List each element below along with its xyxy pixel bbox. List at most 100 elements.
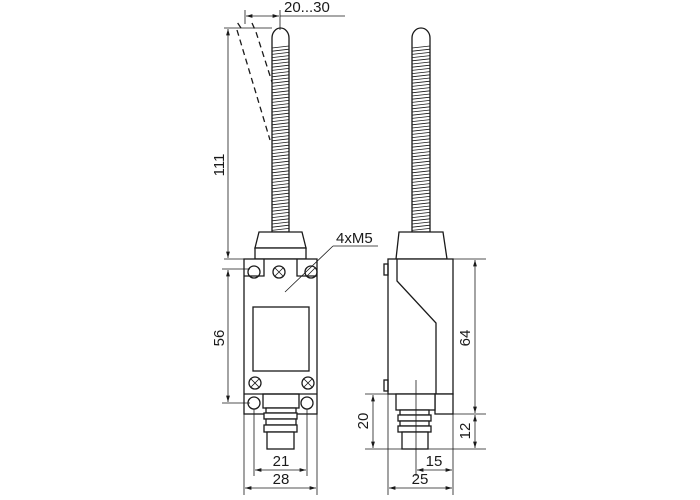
thread-line xyxy=(271,170,290,174)
side-rod-thread xyxy=(411,45,431,231)
thread-line xyxy=(271,64,290,68)
thread-line xyxy=(271,183,290,186)
thread-line xyxy=(411,160,431,164)
side-view xyxy=(383,27,454,476)
thread-line xyxy=(271,84,290,87)
thread-line xyxy=(271,132,290,135)
thread-line xyxy=(411,224,431,228)
thread-line xyxy=(271,164,290,167)
thread-line xyxy=(271,58,290,62)
thread-line xyxy=(411,189,431,193)
thread-line xyxy=(411,122,431,126)
thread-line xyxy=(411,96,431,100)
thread-line xyxy=(411,228,431,231)
thread-line xyxy=(271,93,290,97)
thread-line xyxy=(271,119,290,122)
thread-line xyxy=(271,125,290,129)
thread-line xyxy=(271,45,290,49)
front-rod-thread xyxy=(271,45,290,231)
thread-line xyxy=(411,119,431,122)
thread-line xyxy=(411,186,431,190)
thread-line xyxy=(271,103,290,106)
thread-line xyxy=(411,93,431,97)
thread-line xyxy=(411,183,431,186)
thread-line xyxy=(411,157,431,161)
thread-line xyxy=(411,132,431,135)
thread-line xyxy=(271,212,290,215)
dim-body-width: 28 xyxy=(273,471,290,488)
dim-plunger-center: 15 xyxy=(426,453,443,470)
thread-line xyxy=(411,100,431,103)
thread-line xyxy=(271,61,290,65)
screws xyxy=(248,265,315,390)
thread-line xyxy=(411,106,431,110)
thread-line xyxy=(271,202,290,206)
thread-line xyxy=(271,87,290,90)
thread-line xyxy=(411,167,431,170)
thread-line xyxy=(271,77,290,81)
side-plunger xyxy=(397,409,432,450)
dim-plunger-offset: 12 xyxy=(457,423,474,440)
thread-line xyxy=(271,80,290,84)
thread-line xyxy=(271,135,290,138)
thread-line xyxy=(271,157,290,161)
front-plunger xyxy=(263,407,298,450)
thread-line xyxy=(411,196,431,199)
thread-line xyxy=(271,109,290,113)
thread-line xyxy=(271,52,290,55)
thread-line xyxy=(411,208,431,212)
thread-line xyxy=(411,109,431,113)
thread-line xyxy=(411,84,431,87)
thread-line xyxy=(271,90,290,94)
screw-label: 4xM5 xyxy=(336,230,373,247)
thread-line xyxy=(271,192,290,196)
front-window xyxy=(252,306,310,372)
thread-line xyxy=(411,45,431,49)
thread-line xyxy=(271,74,290,78)
thread-line xyxy=(271,71,290,74)
dimension-lines xyxy=(222,10,486,495)
thread-line xyxy=(411,135,431,138)
thread-line xyxy=(411,68,431,71)
thread-line xyxy=(271,100,290,103)
thread-line xyxy=(411,71,431,74)
thread-line xyxy=(271,160,290,164)
thread-line xyxy=(271,128,290,132)
thread-line xyxy=(411,151,431,154)
thread-line xyxy=(271,106,290,110)
thread-line xyxy=(271,205,290,209)
front-view xyxy=(236,21,318,450)
thread-line xyxy=(271,116,290,119)
thread-line xyxy=(271,112,290,116)
thread-line xyxy=(411,164,431,167)
thread-line xyxy=(271,228,290,231)
thread-line xyxy=(271,141,290,145)
thread-line xyxy=(271,55,290,58)
thread-line xyxy=(411,55,431,58)
thread-line xyxy=(271,180,290,183)
thread-line xyxy=(271,138,290,142)
thread-line xyxy=(411,90,431,94)
thread-line xyxy=(271,189,290,193)
thread-line xyxy=(411,144,431,148)
thread-line xyxy=(411,61,431,65)
thread-line xyxy=(411,180,431,183)
thread-line xyxy=(411,138,431,142)
thread-line xyxy=(271,221,290,225)
thread-line xyxy=(411,80,431,84)
thread-line xyxy=(271,208,290,212)
thread-line xyxy=(411,52,431,55)
dim-plunger-height: 20 xyxy=(355,413,372,430)
dim-deflection: 20...30 xyxy=(284,0,330,16)
thread-line xyxy=(271,122,290,126)
thread-line xyxy=(271,215,290,218)
deflected-rod-outline xyxy=(236,21,273,141)
thread-line xyxy=(271,186,290,190)
thread-line xyxy=(411,192,431,196)
thread-line xyxy=(411,74,431,78)
thread-line xyxy=(411,154,431,158)
thread-line xyxy=(411,221,431,225)
thread-line xyxy=(271,144,290,148)
thread-line xyxy=(411,205,431,209)
thread-line xyxy=(271,199,290,202)
